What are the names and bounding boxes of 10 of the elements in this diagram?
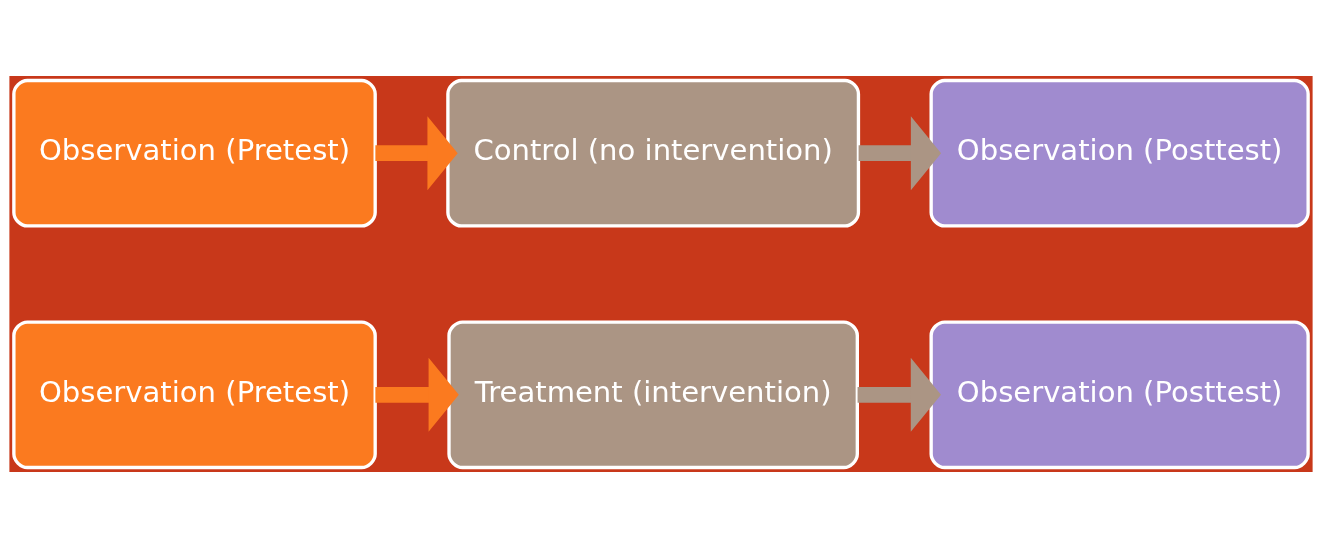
- arrow: [858, 116, 942, 191]
- node-box: Observation (Posttest): [929, 320, 1310, 470]
- arrow: [857, 357, 941, 432]
- node-box: Observation (Pretest): [12, 78, 377, 228]
- arrow: [375, 116, 458, 191]
- node-box: Control (no intervention): [446, 78, 861, 228]
- node-box: Observation (Posttest): [929, 78, 1310, 228]
- node-box: Treatment (intervention): [447, 320, 859, 470]
- arrow: [375, 357, 459, 432]
- node-box: Observation (Pretest): [12, 320, 377, 470]
